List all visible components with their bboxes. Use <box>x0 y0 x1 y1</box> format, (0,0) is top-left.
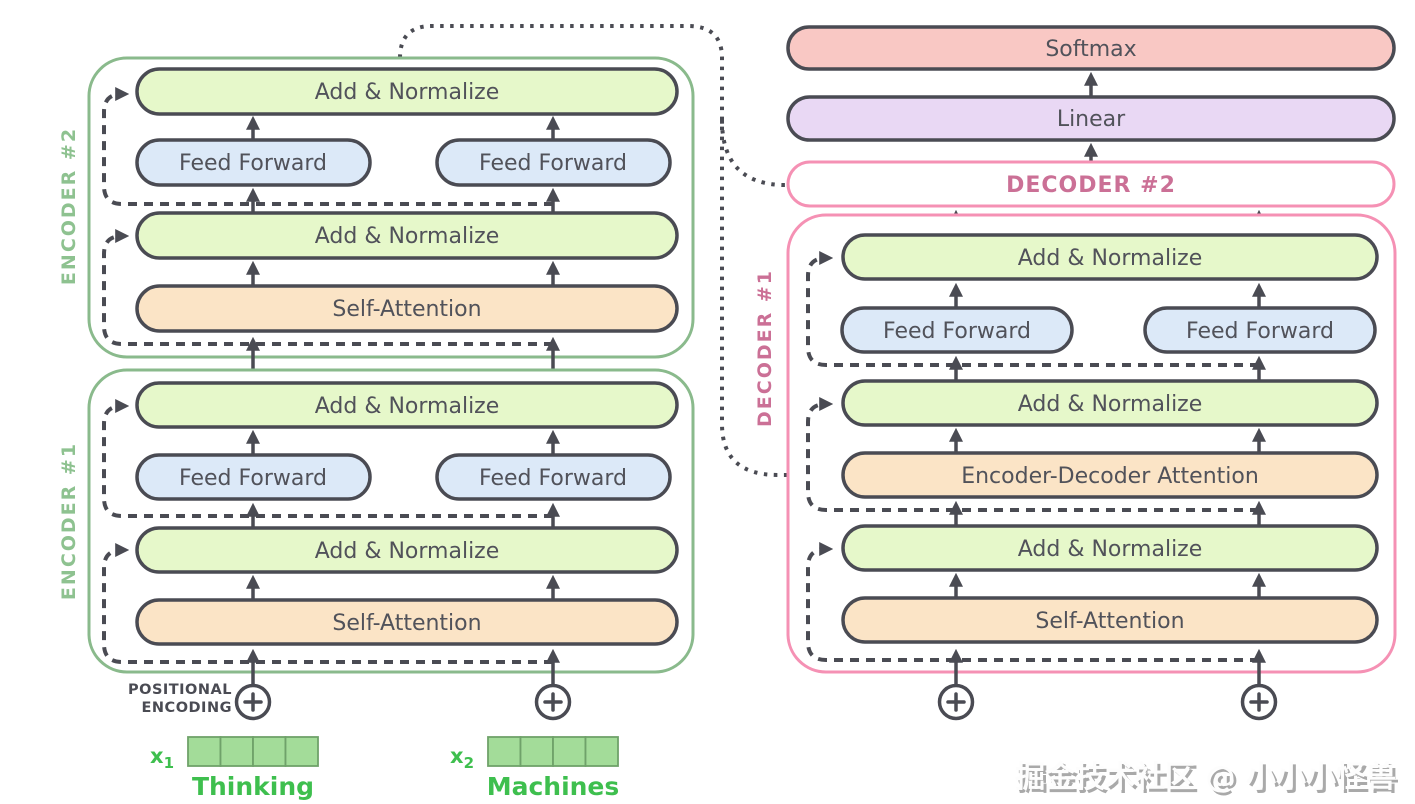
encoder2-add-normalize-mid <box>135 211 679 260</box>
linear-label: Linear <box>1057 107 1126 132</box>
encoder2-ff-residual-line <box>102 87 553 206</box>
encoder1-add-normalize-top <box>135 381 679 429</box>
input-embedding-x2: x2 Machines <box>450 736 620 801</box>
decoder1-encoder-decoder-attention <box>841 451 1379 499</box>
decoder1-add-normalize-bottom-label: Add & Normalize <box>1018 537 1203 562</box>
output-head: Softmax Linear DECODER #2 <box>786 25 1396 208</box>
decoder1-add-normalize-top <box>841 233 1379 281</box>
decoder1-selfattn-residual-line <box>806 542 1259 662</box>
encoder1-stack: ENCODER #1 Add & Normalize Feed Forward … <box>58 368 695 674</box>
softmax-label: Softmax <box>1045 37 1136 62</box>
decoder1-self-attention-label: Self-Attention <box>1035 609 1184 634</box>
encoder2-self-attention <box>135 284 679 333</box>
encoder2-add-normalize-top <box>135 67 679 116</box>
encoder1-add-normalize-mid <box>135 526 679 574</box>
encoder2-self-attention-label: Self-Attention <box>332 297 481 322</box>
plus-circle-decoder-left-icon <box>937 683 975 721</box>
encoder1-feed-forward-right <box>435 453 672 501</box>
x1-vector <box>187 736 319 767</box>
encoder2-add-normalize-mid-label: Add & Normalize <box>315 224 500 249</box>
decoder1-encoder-decoder-attention-label: Encoder-Decoder Attention <box>961 464 1259 489</box>
encoder2-feed-forward-right-label: Feed Forward <box>479 151 627 176</box>
encoder2-stack: ENCODER #2 Add & Normalize Feed Forward … <box>58 56 695 359</box>
encoder1-label: ENCODER #1 <box>58 442 80 600</box>
positional-encoding-label-line1: POSITIONAL <box>128 682 232 698</box>
x1-label: x1 <box>150 744 174 772</box>
encoder2-selfattn-residual-line <box>102 229 553 346</box>
linear-block <box>786 95 1396 142</box>
decoder1-feed-forward-left-label: Feed Forward <box>883 319 1031 344</box>
encoder1-selfattn-residual-line <box>102 543 553 664</box>
decoder1-feed-forward-right <box>1143 306 1377 354</box>
decoder1-add-normalize-mid <box>841 379 1379 427</box>
decoder1-self-attention <box>841 596 1379 644</box>
encoder2-label: ENCODER #2 <box>58 127 80 285</box>
encoder2-box <box>87 56 695 359</box>
watermark-text: 掘金技术社区 @ 小小小怪兽 <box>1015 760 1396 795</box>
decoder1-feed-forward-left <box>840 306 1074 354</box>
decoder1-feed-forward-right-label: Feed Forward <box>1186 319 1334 344</box>
decoder2-label: DECODER #2 <box>1006 173 1176 198</box>
encoder2-add-normalize-top-label: Add & Normalize <box>315 80 500 105</box>
encoder1-self-attention <box>135 598 679 646</box>
positional-encoding-label-line2: ENCODING <box>142 700 232 716</box>
decoder1-ff-residual-line <box>806 251 1259 367</box>
decoder1-add-normalize-bottom <box>841 524 1379 572</box>
decoder1-add-normalize-top-label: Add & Normalize <box>1018 246 1203 271</box>
encoder-to-decoder-dotted-connections <box>398 24 831 482</box>
watermark: 掘金技术社区 @ 小小小怪兽 掘金技术社区 @ 小小小怪兽 <box>1015 760 1399 798</box>
encoder1-feed-forward-left-label: Feed Forward <box>179 466 327 491</box>
encoder1-box <box>87 368 695 674</box>
positional-encoding-section: POSITIONAL ENCODING <box>128 648 1278 721</box>
watermark-shadow-text: 掘金技术社区 @ 小小小怪兽 <box>1018 763 1399 798</box>
encoder1-add-normalize-top-label: Add & Normalize <box>315 394 500 419</box>
plus-circle-encoder-right-icon <box>534 683 572 721</box>
decoder2-collapsed-block <box>786 160 1396 208</box>
encoder1-feed-forward-right-label: Feed Forward <box>479 466 627 491</box>
encoder2-feed-forward-right <box>435 138 672 187</box>
encoder1-self-attention-label: Self-Attention <box>332 611 481 636</box>
x2-vector <box>487 736 619 767</box>
x2-label: x2 <box>450 744 474 772</box>
decoder1-add-normalize-mid-label: Add & Normalize <box>1018 392 1203 417</box>
input-word-machines: Machines <box>487 772 620 801</box>
decoder1-encdec-residual-line <box>806 397 1259 512</box>
input-embedding-x1: x1 Thinking <box>150 736 319 801</box>
softmax-block <box>786 25 1396 71</box>
encoder1-feed-forward-left <box>135 453 372 501</box>
decoder1-label: DECODER #1 <box>754 269 776 427</box>
decoder1-stack: DECODER #1 Add & Normalize Feed Forward … <box>754 213 1397 674</box>
plus-circle-encoder-left-icon <box>234 683 272 721</box>
encoder2-feed-forward-left-label: Feed Forward <box>179 151 327 176</box>
encoder2-feed-forward-left <box>135 138 372 187</box>
plus-circle-decoder-right-icon <box>1240 683 1278 721</box>
encoder1-ff-residual-line <box>102 399 553 518</box>
encoder-output-to-encdec-attention-line <box>398 24 831 482</box>
input-word-thinking: Thinking <box>192 772 314 801</box>
encoder1-add-normalize-mid-label: Add & Normalize <box>315 539 500 564</box>
